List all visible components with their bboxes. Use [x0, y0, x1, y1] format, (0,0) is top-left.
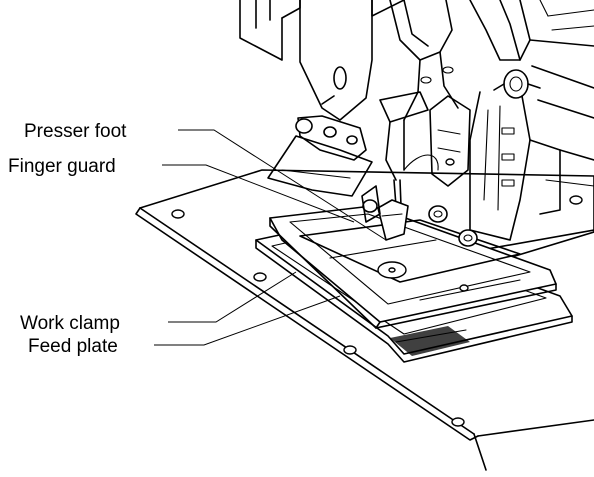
label-presser-foot: Presser foot [24, 121, 127, 142]
label-feed-plate: Feed plate [28, 336, 118, 357]
leader-feed-plate [154, 295, 341, 346]
work-clamp [269, 199, 557, 329]
leader-finger-guard [162, 164, 355, 223]
machine-head [239, 0, 594, 243]
feed-plate [135, 169, 594, 471]
callout-labels: Presser foot Finger guard Work clamp Fee… [8, 121, 127, 357]
presser-foot-assembly [361, 185, 409, 241]
leader-work-clamp [168, 271, 297, 323]
leader-lines [154, 129, 387, 346]
leader-presser-foot [178, 129, 387, 241]
label-finger-guard: Finger guard [8, 156, 116, 177]
label-work-clamp: Work clamp [20, 313, 120, 334]
